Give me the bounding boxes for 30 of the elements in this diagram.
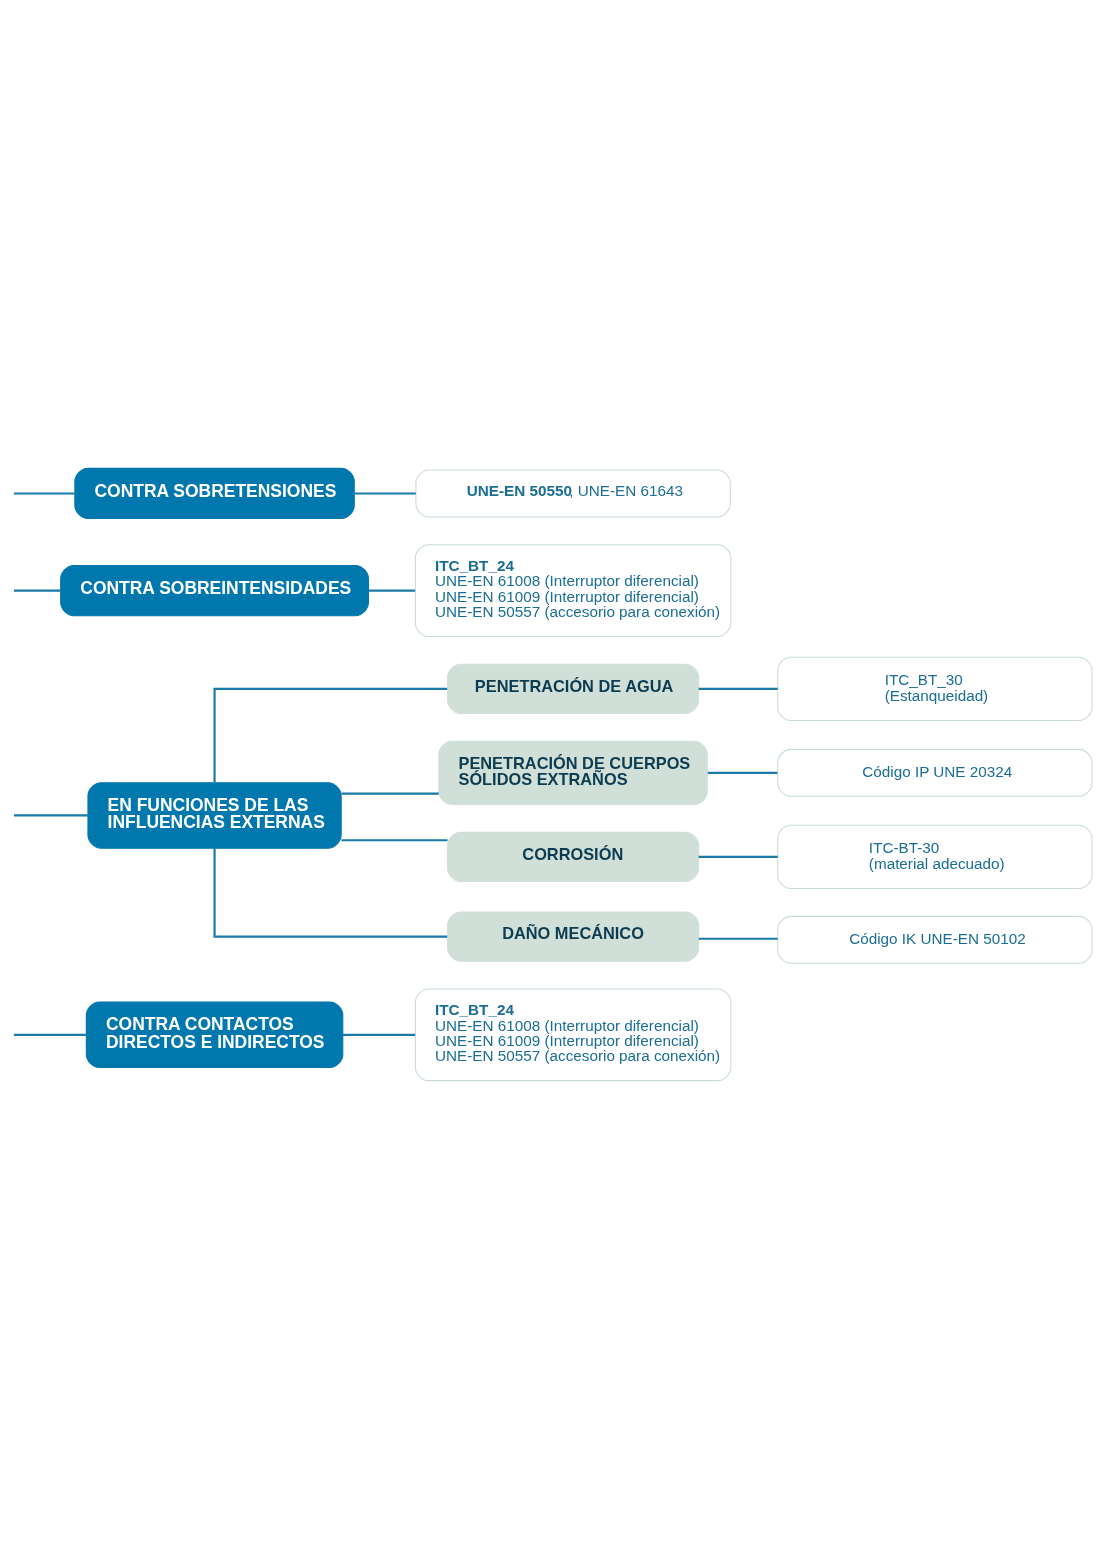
node-box: PENETRACIÓN DE CUERPOS SÓLIDOS EXTRAÑOS — [438, 740, 708, 805]
connector — [13, 491, 75, 495]
node-box: ITC-BT-30 (material adecuado) — [777, 824, 1093, 889]
node-box: ITC_BT_24 UNE-EN 61008 (Interruptor diferencial) UNE-EN 61009 (Interruptor diferencial) UNE-EN 50557 (accesorio para conexión) — [414, 543, 732, 637]
connector — [343, 1033, 416, 1036]
connector — [213, 847, 448, 938]
node-box: ITC_BT_30 (Estanqueidad) — [777, 656, 1093, 721]
connector — [707, 771, 778, 774]
node-box: Código IK UNE-EN 50102 — [777, 915, 1093, 964]
connector — [698, 687, 778, 690]
connector — [698, 937, 778, 940]
node-box: CONTRA CONTACTOS DIRECTOS E INDIRECTOS — [85, 1001, 344, 1068]
connector — [13, 1033, 87, 1036]
node-box: PENETRACIÓN DE AGUA — [447, 663, 700, 714]
connector — [368, 589, 416, 592]
connector — [698, 855, 778, 858]
node-box: Código IP UNE 20324 — [777, 748, 1093, 797]
node-box: UNE-EN 50550, UNE-EN 61643 — [415, 468, 731, 517]
connector — [13, 813, 88, 816]
node-box: ITC_BT_24 UNE-EN 61008 (Interruptor diferencial) UNE-EN 61009 (Interruptor diferencial) UNE-EN 50557 (accesorio para conexión) — [414, 987, 732, 1081]
connector — [13, 589, 61, 592]
node-box: EN FUNCIONES DE LAS INFLUENCIAS EXTERNAS — [87, 781, 342, 849]
connector — [213, 687, 448, 782]
node-box: CORROSIÓN — [447, 831, 700, 882]
node-box: CONTRA SOBRETENSIONES — [74, 467, 355, 519]
node-box: DAÑO MECÁNICO — [447, 910, 700, 962]
node-box: CONTRA SOBREINTENSIDADES — [60, 564, 369, 616]
connector — [341, 792, 439, 795]
connector — [354, 491, 416, 495]
connector — [341, 838, 448, 841]
